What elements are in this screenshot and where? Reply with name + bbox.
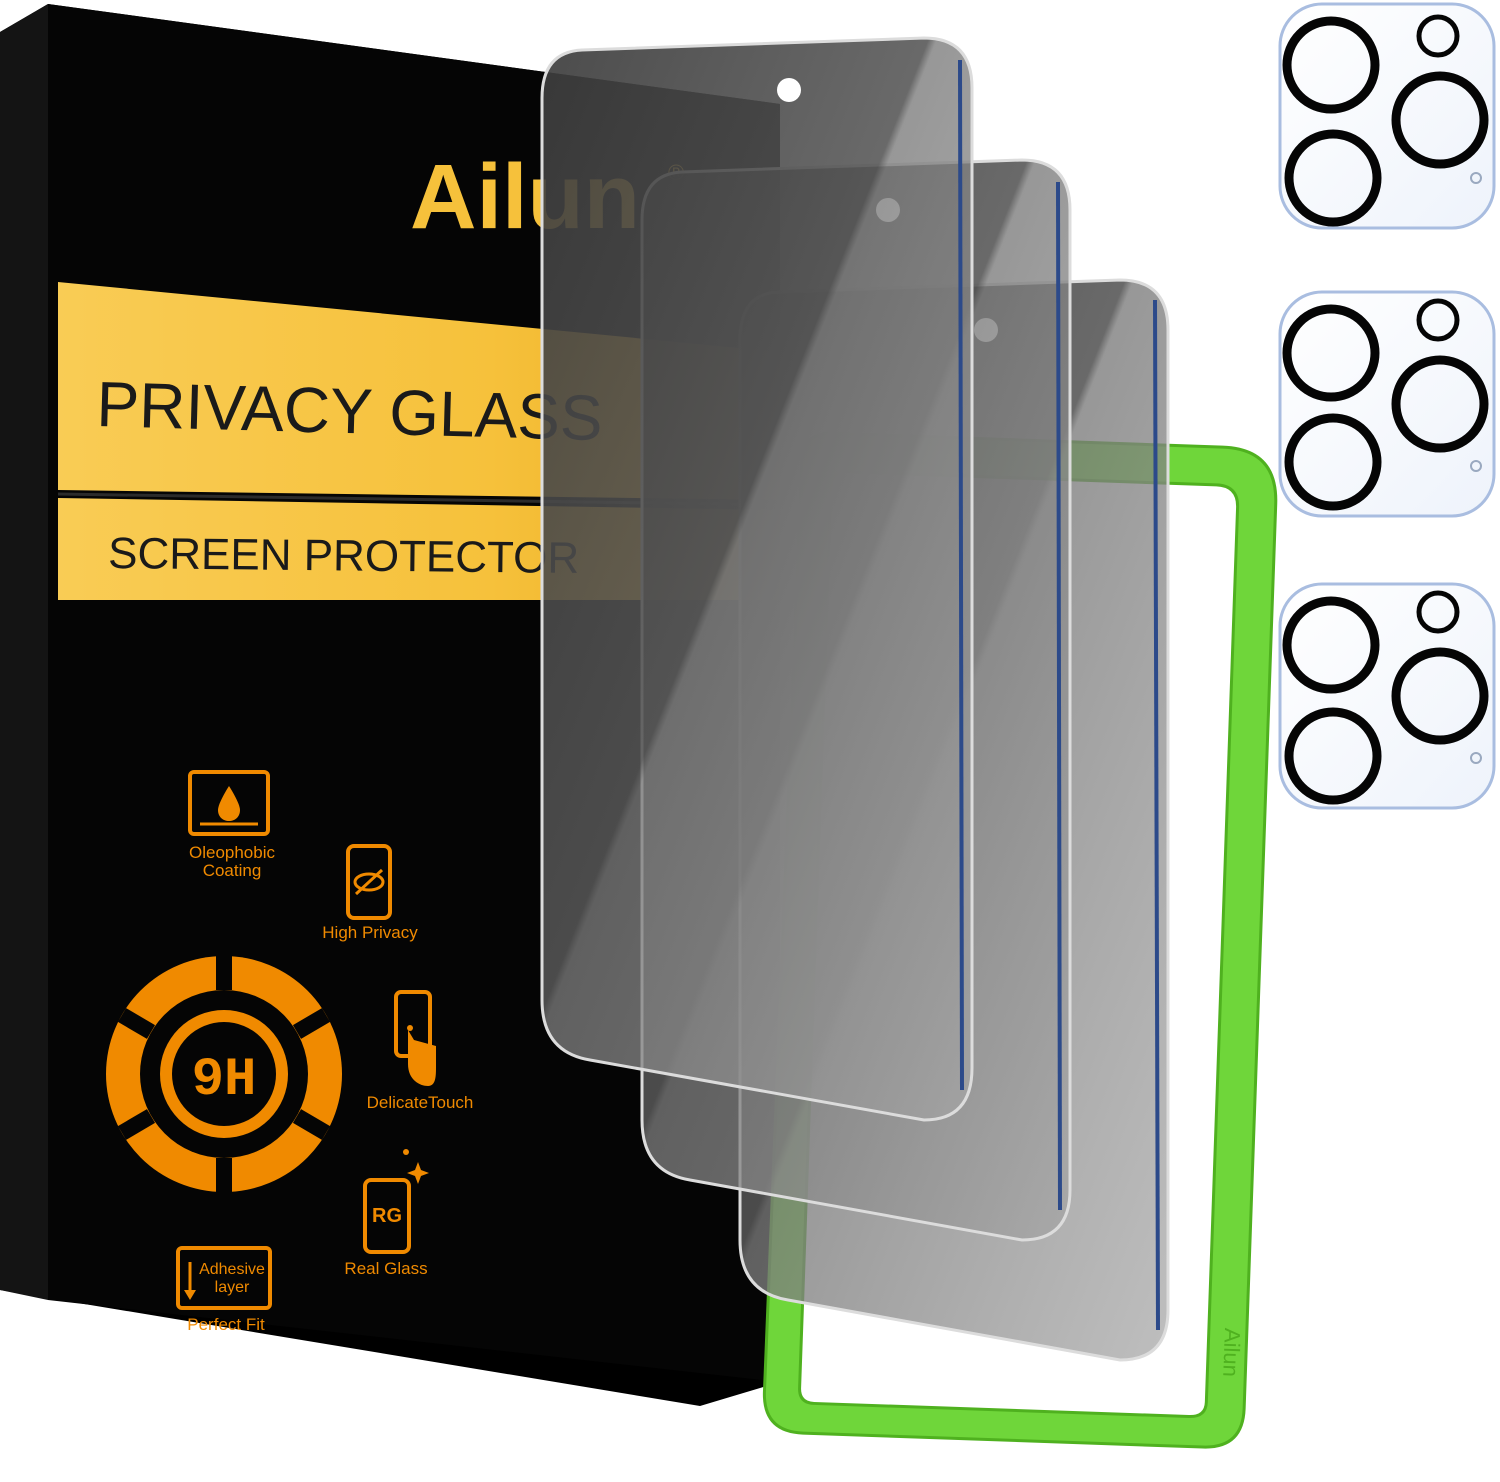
camera-lens-icon xyxy=(1282,596,1380,694)
feature-delicate-touch: DelicateTouch xyxy=(367,990,474,1112)
adhesive-label-1: Adhesive xyxy=(199,1261,265,1278)
camera-lens-protector-2 xyxy=(1278,290,1496,518)
hardness-dial-icon: 9H xyxy=(106,956,342,1192)
feature-oleophobic: Oleophobic Coating xyxy=(188,770,276,880)
box-headline: PRIVACY GLASS xyxy=(96,368,604,454)
adhesive-icon xyxy=(176,1246,272,1310)
adhesive-label-2: layer xyxy=(215,1279,250,1296)
oleophobic-label-1: Oleophobic xyxy=(189,843,276,862)
high-privacy-label: High Privacy xyxy=(322,923,418,942)
frame-brand-mark: Ailun xyxy=(1218,1328,1245,1378)
camera-lens-protector-1 xyxy=(1278,2,1496,230)
camera-lens-icon xyxy=(1282,304,1380,402)
feature-adhesive: Adhesive layer Perfect Fit xyxy=(176,1246,272,1334)
delicate-touch-label: DelicateTouch xyxy=(367,1093,474,1112)
oleophobic-label-2: Coating xyxy=(203,861,262,880)
camera-lens-icon xyxy=(1282,16,1380,114)
water-drop-icon xyxy=(188,770,270,836)
real-glass-label: Real Glass xyxy=(344,1259,427,1278)
hardness-label: 9H xyxy=(192,1050,257,1111)
feature-high-privacy: High Privacy xyxy=(322,844,418,942)
camera-lens-protector-3 xyxy=(1278,582,1496,810)
glass-icon xyxy=(363,1178,411,1254)
real-glass-icon-text: RG xyxy=(372,1205,402,1227)
eye-slash-icon xyxy=(346,844,392,920)
feature-real-glass: RG Real Glass xyxy=(344,1149,429,1278)
perfect-fit-label: Perfect Fit xyxy=(187,1315,265,1334)
box-subline: SCREEN PROTECTOR xyxy=(108,529,580,583)
privacy-glass-1 xyxy=(540,36,974,1122)
